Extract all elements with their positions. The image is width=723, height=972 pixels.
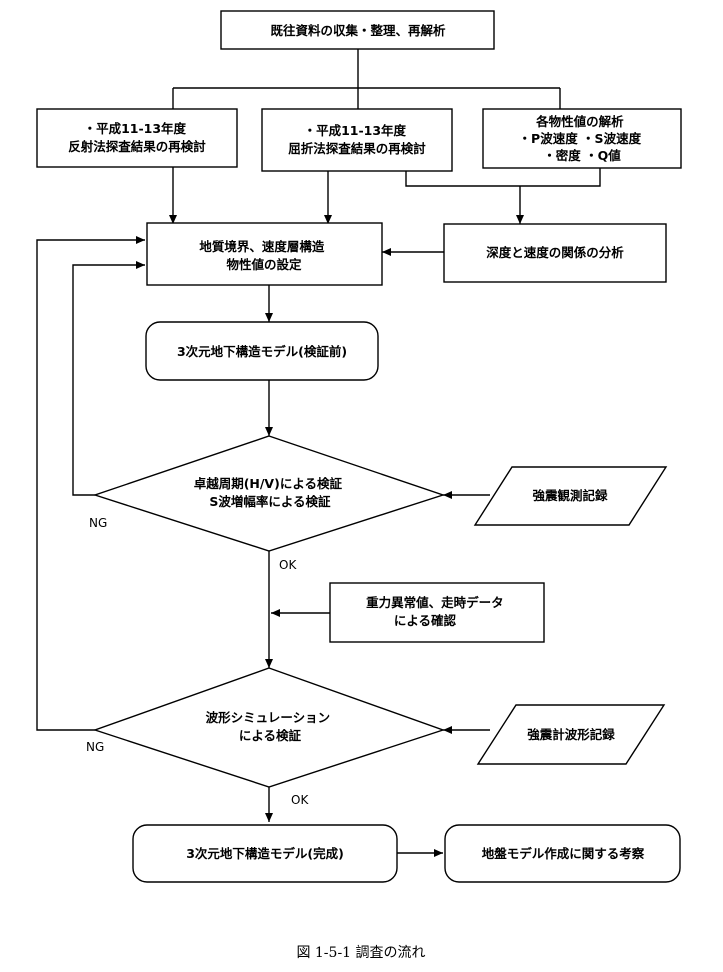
depth-text: 深度と速度の関係の分析: [486, 245, 624, 260]
gravity-text: 重力異常値、走時データ による確認: [366, 595, 508, 628]
setting-box: [146, 222, 383, 286]
ok-label-2: OK: [291, 793, 309, 807]
collect-box: [220, 10, 495, 50]
ng-label-1: NG: [89, 516, 107, 530]
model-pre-box: [145, 321, 379, 381]
ground-model-box: [444, 824, 681, 883]
properties-box: [482, 108, 682, 169]
connectors: [36, 49, 601, 857]
model-final-box: [132, 824, 398, 883]
strong-wave-text: 強震計波形記録: [527, 727, 615, 742]
strong-obs-parallelogram: [473, 466, 668, 526]
ng-label-2: NG: [86, 740, 104, 754]
strong-wave-parallelogram: [476, 704, 666, 765]
reflection-box: [36, 108, 238, 168]
waveform-verify-text: 波形シミュレーション による検証: [206, 710, 335, 743]
model-pre-text: 3次元地下構造モデル(検証前): [177, 344, 347, 359]
collect-text: 既往資料の収集・整理、再解析: [270, 23, 446, 38]
figure-caption: 図 1-5-1 調査の流れ: [296, 945, 425, 961]
refraction-text: ・平成11-13年度 屈折法探査結果の再検討: [288, 123, 426, 156]
model-final-text: 3次元地下構造モデル(完成): [186, 846, 344, 861]
ok-label-1: OK: [279, 558, 297, 572]
properties-text: 各物性値の解析 ・P波速度 ・S波速度 ・密度 ・Q値: [519, 114, 646, 163]
strong-obs-text: 強震観測記録: [532, 488, 608, 503]
verify-hv-text: 卓越周期(H/V)による検証 S波増幅率による検証: [194, 476, 347, 509]
depth-box: [443, 223, 667, 283]
verify-hv-diamond: [92, 435, 446, 552]
gravity-box: [329, 582, 545, 643]
refraction-box: [261, 108, 453, 172]
ground-model-text: 地盤モデル作成に関する考察: [482, 846, 645, 861]
waveform-verify-diamond: [92, 667, 446, 788]
setting-text: 地質境界、速度層構造 物性値の設定: [199, 239, 328, 272]
reflection-text: ・平成11-13年度 反射法探査結果の再検討: [68, 121, 206, 154]
